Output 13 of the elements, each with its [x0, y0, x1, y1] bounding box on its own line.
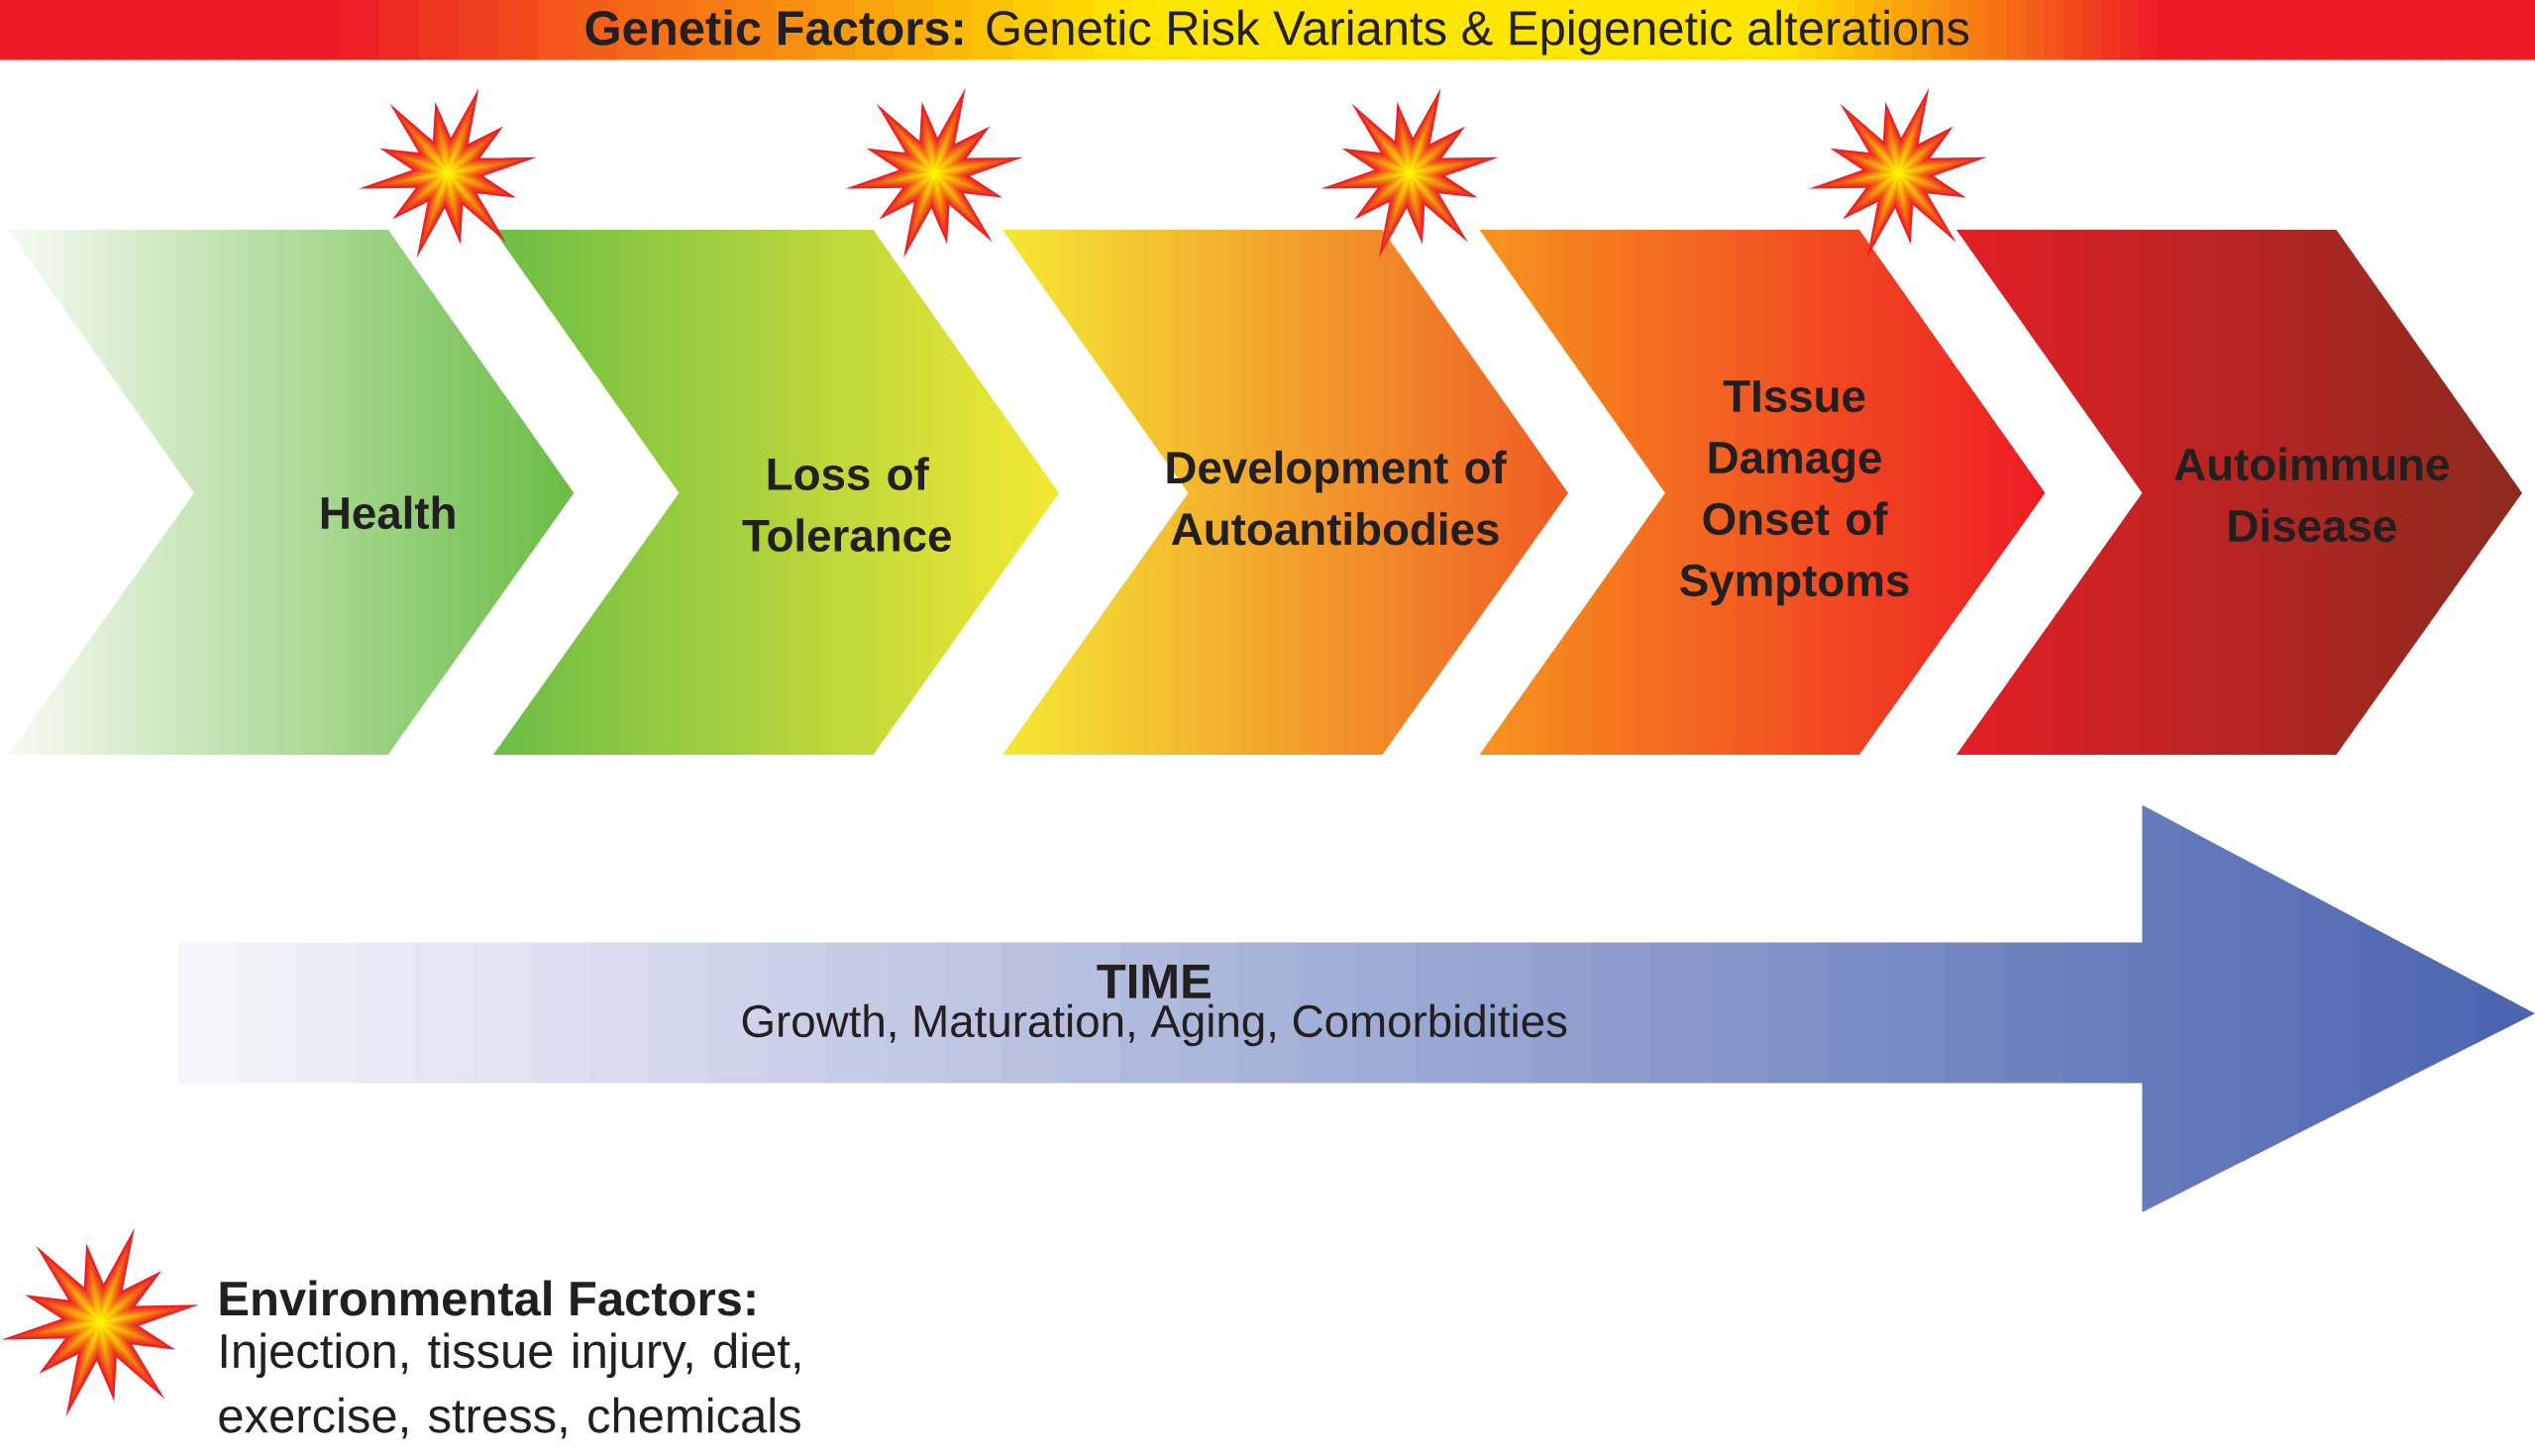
- node-label: Health: [321, 495, 455, 529]
- node-label: TIssue Damage Onset of Symptoms: [1680, 380, 1909, 606]
- chevron-box: Autoimmune Disease: [1955, 229, 2522, 755]
- body-text: Injection, tissue injury, diet, exercise, stress, chemicals: [219, 1332, 800, 1439]
- node-label: Loss of Tolerance: [742, 457, 951, 552]
- node-label: TIME: [1097, 964, 1211, 998]
- node-label: Growth, Maturation, Aging, Comorbidities: [742, 1003, 1567, 1047]
- banner-bar: Genetic Factors: Genetic Risk Variants & Epigenetic alterations: [0, 0, 2535, 60]
- heading-text: Environmental Factors:: [220, 1280, 755, 1316]
- node-label: Autoimmune Disease: [2174, 447, 2449, 542]
- node-label: Genetic Factors: Genetic Risk Variants & Epigenetic alterations: [585, 9, 1969, 55]
- chevron-box: Loss of Tolerance: [492, 229, 1059, 755]
- chevron-box: Health: [8, 229, 575, 755]
